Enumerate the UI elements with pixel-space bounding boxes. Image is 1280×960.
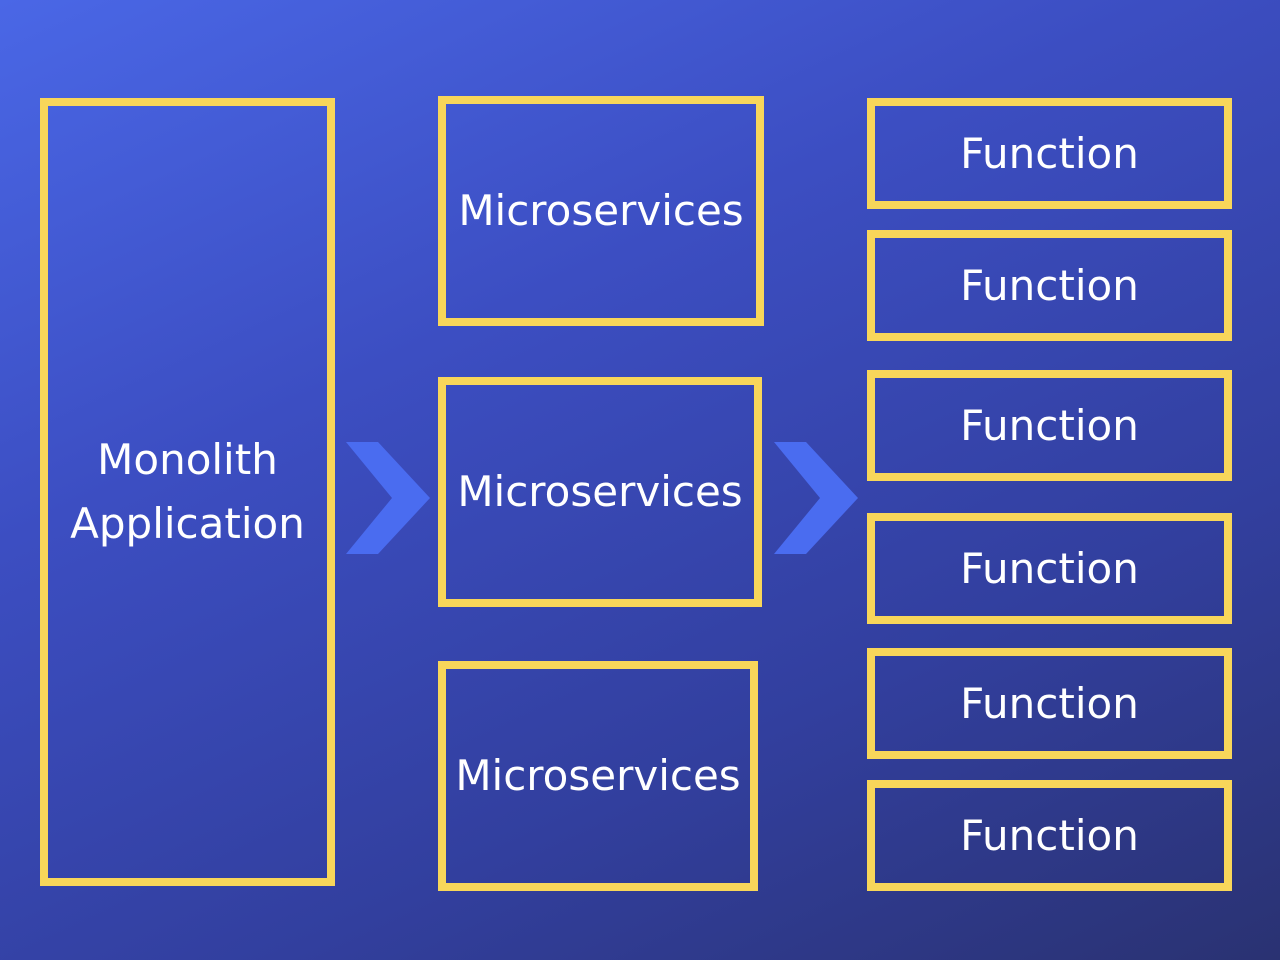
function-label: Function bbox=[960, 128, 1139, 178]
function-label: Function bbox=[960, 678, 1139, 728]
function-box: Function bbox=[867, 370, 1232, 481]
function-label: Function bbox=[960, 543, 1139, 593]
microservices-label: Microservices bbox=[455, 751, 741, 800]
chevron-right-icon bbox=[346, 442, 430, 554]
function-box: Function bbox=[867, 780, 1232, 891]
function-box: Function bbox=[867, 98, 1232, 209]
function-box: Function bbox=[867, 513, 1232, 624]
microservices-label: Microservices bbox=[457, 467, 743, 516]
function-label: Function bbox=[960, 400, 1139, 450]
monolith-application-box: Monolith Application bbox=[40, 98, 335, 886]
function-label: Function bbox=[960, 260, 1139, 310]
monolith-label-line2: Application bbox=[70, 499, 305, 548]
function-box: Function bbox=[867, 648, 1232, 759]
microservices-box: Microservices bbox=[438, 377, 762, 607]
monolith-application-label: Monolith Application bbox=[70, 428, 305, 556]
microservices-label: Microservices bbox=[458, 186, 744, 235]
microservices-box: Microservices bbox=[438, 661, 758, 891]
microservices-box: Microservices bbox=[438, 96, 764, 326]
function-label: Function bbox=[960, 810, 1139, 860]
monolith-label-line1: Monolith bbox=[97, 435, 278, 484]
chevron-right-icon bbox=[774, 442, 858, 554]
function-box: Function bbox=[867, 230, 1232, 341]
